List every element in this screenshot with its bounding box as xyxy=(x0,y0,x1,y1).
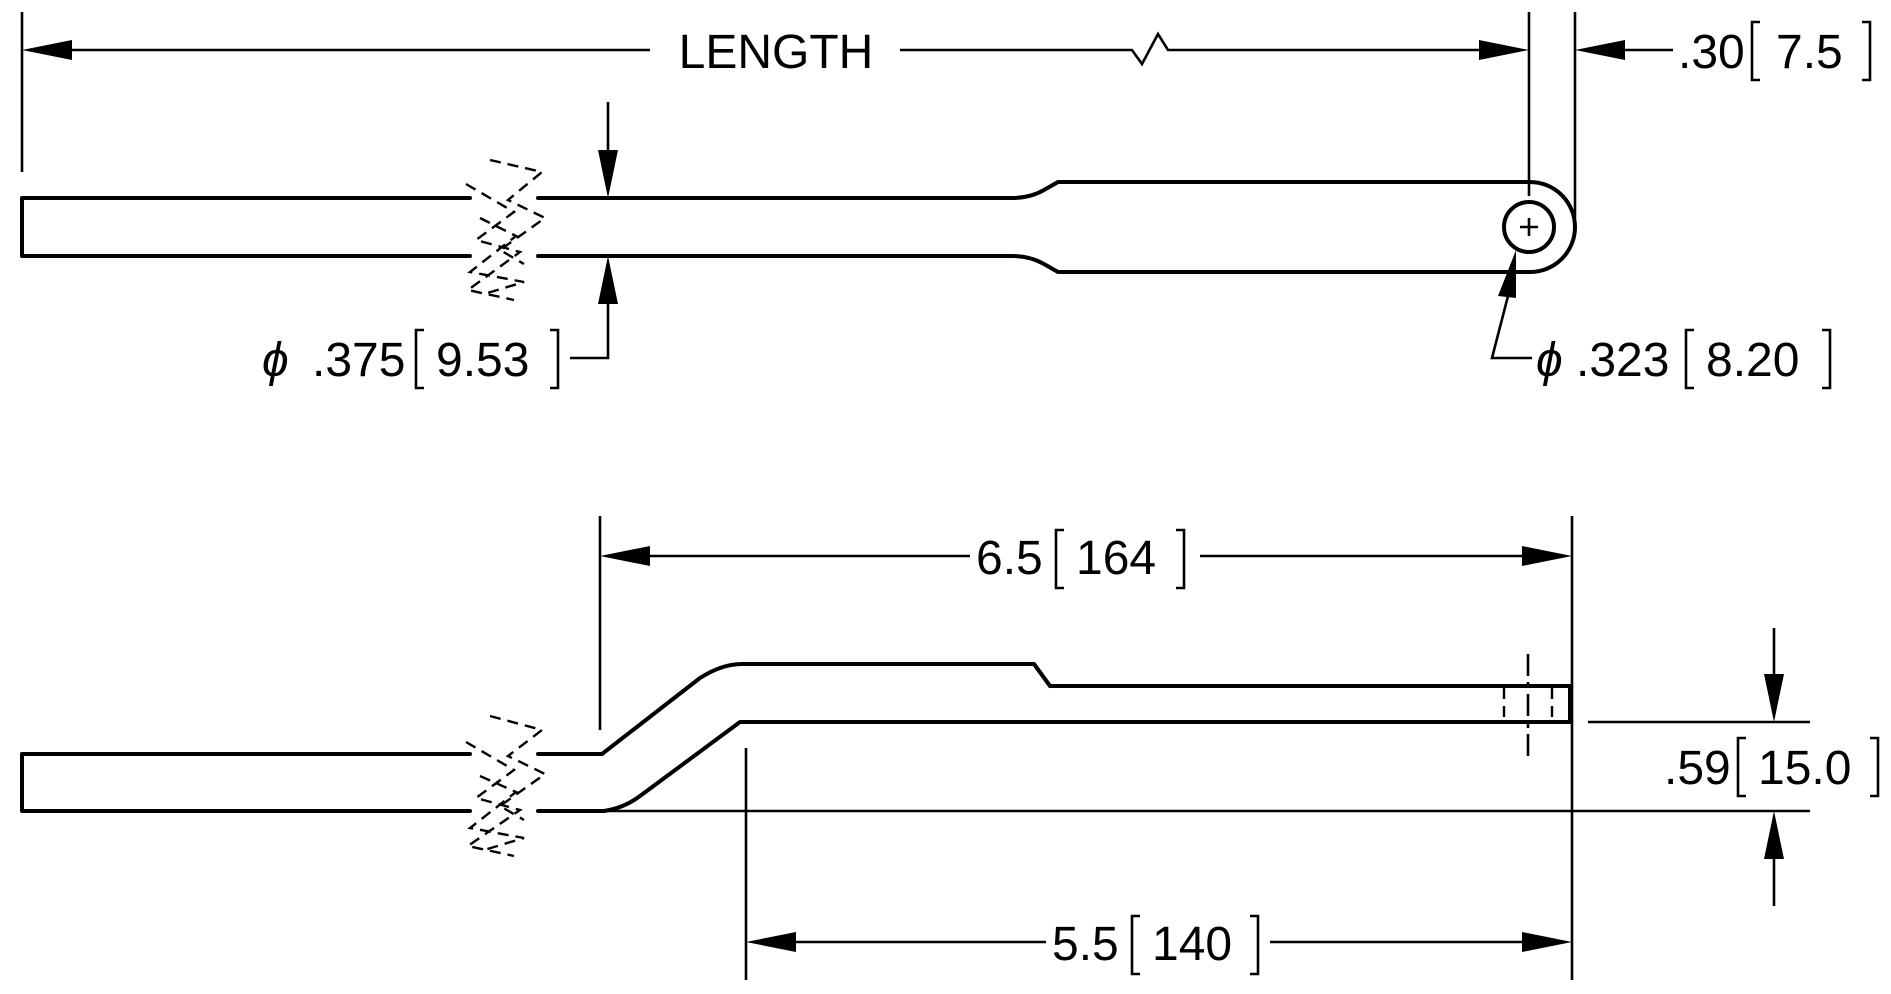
offset-height-bracket-open xyxy=(1736,736,1746,798)
top-view: LENGTH .30 7.5 ϕ .375 9.53 ϕ .323 8.20 xyxy=(20,12,1872,390)
length-arrow-left xyxy=(22,40,72,60)
rod-dia-arrow-top xyxy=(598,150,618,198)
rod-dia-value: .375 xyxy=(312,334,405,387)
length-dim-line-right xyxy=(900,31,1482,67)
straight-len-value: 5.5 xyxy=(1052,918,1119,971)
side-outline-left xyxy=(20,752,472,813)
rod-outline-left xyxy=(20,196,472,258)
offset-len-arrow-right xyxy=(1522,546,1572,566)
straight-len-arrow-left xyxy=(746,932,796,952)
offset-len-bracket-open xyxy=(1054,528,1064,590)
length-arrow-right xyxy=(1479,40,1529,60)
pivot-hole xyxy=(1502,200,1556,254)
side-tab-step xyxy=(1032,662,1052,688)
straight-len-metric: 140 xyxy=(1152,918,1232,971)
offset-len-metric: 164 xyxy=(1076,532,1156,585)
end-offset-bracket-close xyxy=(1862,20,1872,82)
hole-dia-symbol: ϕ xyxy=(1536,334,1563,387)
rod-dia-bracket-open xyxy=(414,328,424,390)
rod-dia-metric: 9.53 xyxy=(436,334,529,387)
hole-dia-bracket-open xyxy=(1684,328,1694,390)
end-offset-metric: 7.5 xyxy=(1776,26,1843,79)
side-outline-right xyxy=(536,662,1572,813)
side-break-lower xyxy=(465,740,523,858)
offset-len-bracket-close xyxy=(1176,528,1186,590)
offset-len-value: 6.5 xyxy=(976,532,1043,585)
hole-dia-arrow xyxy=(1498,250,1516,298)
end-offset-bracket-open xyxy=(1750,20,1760,82)
rod-dia-bracket-close xyxy=(550,328,560,390)
break-line-upper xyxy=(489,158,548,266)
rod-outline-right xyxy=(536,180,1577,274)
length-label: LENGTH xyxy=(679,26,874,79)
rod-dia-symbol: ϕ xyxy=(262,334,289,387)
end-offset-value: .30 xyxy=(1678,26,1745,79)
rod-dia-leader xyxy=(570,302,610,360)
side-view: 6.5 164 5.5 140 .59 15.0 xyxy=(20,516,1880,980)
end-offset-arrow xyxy=(1575,40,1625,60)
offset-height-bracket-close xyxy=(1870,736,1880,798)
offset-height-value: .59 xyxy=(1664,742,1731,795)
rod-dia-arrow-bottom xyxy=(598,256,618,304)
straight-len-bracket-open xyxy=(1130,914,1140,976)
hole-dia-leader xyxy=(1490,295,1532,360)
offset-height-arrow-bottom xyxy=(1764,811,1784,859)
break-line-upper-b xyxy=(467,216,525,296)
hole-dia-value: .323 xyxy=(1576,334,1669,387)
straight-len-bracket-close xyxy=(1250,914,1260,976)
hole-dia-bracket-close xyxy=(1822,328,1832,390)
offset-height-metric: 15.0 xyxy=(1758,742,1851,795)
hole-dia-metric: 8.20 xyxy=(1706,334,1799,387)
offset-height-arrow-top xyxy=(1764,674,1784,722)
straight-len-arrow-right xyxy=(1522,932,1572,952)
offset-len-arrow-left xyxy=(600,546,650,566)
break-line-lower xyxy=(465,182,523,302)
side-break-upper-b xyxy=(467,774,525,852)
side-break-upper xyxy=(489,714,548,822)
